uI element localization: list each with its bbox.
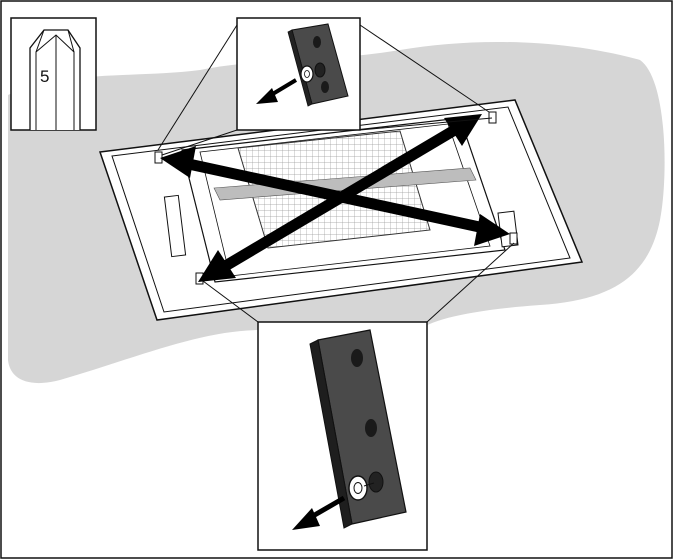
callout-lines-bottom [202, 242, 515, 323]
unscrew-bracket-icon [236, 17, 361, 131]
callout-lines-top [157, 24, 493, 156]
unscrew-bracket-icon [257, 321, 428, 551]
tool-size-label: 5 [40, 67, 49, 86]
hex-key-icon: 5 [10, 17, 97, 131]
bracket-slot-top-left [154, 151, 163, 164]
bracket-slot-top-right [488, 111, 497, 124]
bracket-slot-bottom-right [509, 232, 518, 245]
